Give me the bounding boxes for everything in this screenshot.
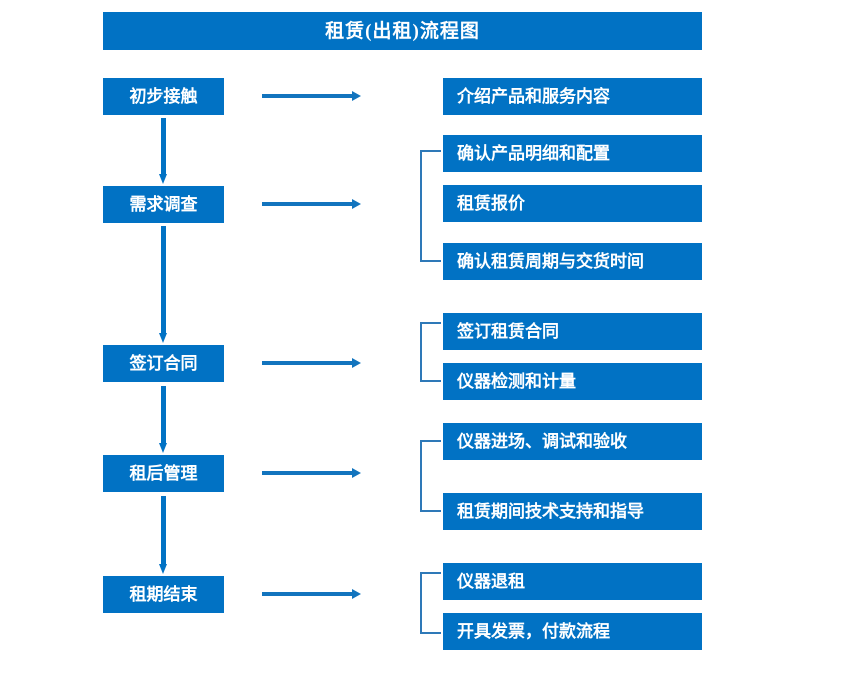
flowchart-title-bar: 租赁(出租)流程图 [103,12,702,50]
detail-label: 仪器检测和计量 [457,372,576,391]
arrow-head [352,358,361,368]
detail-label: 租赁期间技术支持和指导 [457,502,644,521]
arrow-shaft [262,202,353,206]
stage-label: 租后管理 [129,464,198,483]
down-arrow-icon-management-to-end [159,496,168,574]
detail-box-confirm-specs[interactable]: 确认产品明细和配置 [443,135,702,172]
right-arrow-icon-contact [262,90,361,102]
arrow-shaft [262,94,353,98]
detail-box-technical-support[interactable]: 租赁期间技术支持和指导 [443,493,702,530]
arrow-shaft [262,361,353,365]
arrow-head [352,199,361,209]
group-bracket-rental-end [420,572,441,634]
detail-box-sign-rental-contract[interactable]: 签订租赁合同 [443,313,702,350]
detail-box-rental-quote[interactable]: 租赁报价 [443,185,702,222]
down-arrow-icon-survey-to-contract [159,226,168,343]
detail-label: 开具发票，付款流程 [457,622,610,641]
down-arrow-icon-contract-to-management [159,386,168,453]
detail-label: 确认产品明细和配置 [457,144,610,163]
arrow-head [352,91,361,101]
stage-box-sign-contract[interactable]: 签订合同 [103,345,224,382]
detail-box-instrument-return[interactable]: 仪器退租 [443,563,702,600]
arrow-shaft [161,226,166,334]
stage-box-needs-survey[interactable]: 需求调查 [103,186,224,223]
arrow-shaft [161,118,166,175]
arrow-shaft [262,471,353,475]
right-arrow-icon-survey [262,198,361,210]
detail-box-introduce-products[interactable]: 介绍产品和服务内容 [443,78,702,115]
detail-label: 租赁报价 [457,194,525,213]
arrow-head [352,589,361,599]
group-bracket-needs-survey [420,150,441,262]
detail-label: 仪器进场、调试和验收 [457,432,627,451]
detail-label: 确认租赁周期与交货时间 [457,252,644,271]
stage-box-initial-contact[interactable]: 初步接触 [103,78,224,115]
down-arrow-icon-contact-to-survey [159,118,168,184]
arrow-shaft [262,592,353,596]
stage-label: 签订合同 [129,354,198,373]
arrow-shaft [161,386,166,444]
detail-label: 签订租赁合同 [457,322,559,341]
arrow-head [159,564,167,574]
detail-box-instrument-inspection[interactable]: 仪器检测和计量 [443,363,702,400]
detail-label: 介绍产品和服务内容 [457,87,610,106]
stage-label: 需求调查 [129,195,198,214]
arrow-head [352,468,361,478]
detail-box-confirm-period-delivery[interactable]: 确认租赁周期与交货时间 [443,243,702,280]
right-arrow-icon-contract [262,357,361,369]
detail-box-instrument-entry-commissioning[interactable]: 仪器进场、调试和验收 [443,423,702,460]
group-bracket-post-rental-management [420,440,441,512]
detail-box-invoice-payment[interactable]: 开具发票，付款流程 [443,613,702,650]
group-bracket-sign-contract [420,322,441,382]
stage-label: 初步接触 [129,87,198,106]
stage-box-rental-end[interactable]: 租期结束 [103,576,224,613]
right-arrow-icon-management [262,467,361,479]
stage-label: 租期结束 [129,585,198,604]
detail-label: 仪器退租 [457,572,525,591]
arrow-head [159,443,167,453]
arrow-shaft [161,496,166,565]
arrow-head [159,174,167,184]
flowchart-title: 租赁(出租)流程图 [325,20,480,42]
stage-box-post-rental-management[interactable]: 租后管理 [103,455,224,492]
arrow-head [159,333,167,343]
right-arrow-icon-end [262,588,361,600]
